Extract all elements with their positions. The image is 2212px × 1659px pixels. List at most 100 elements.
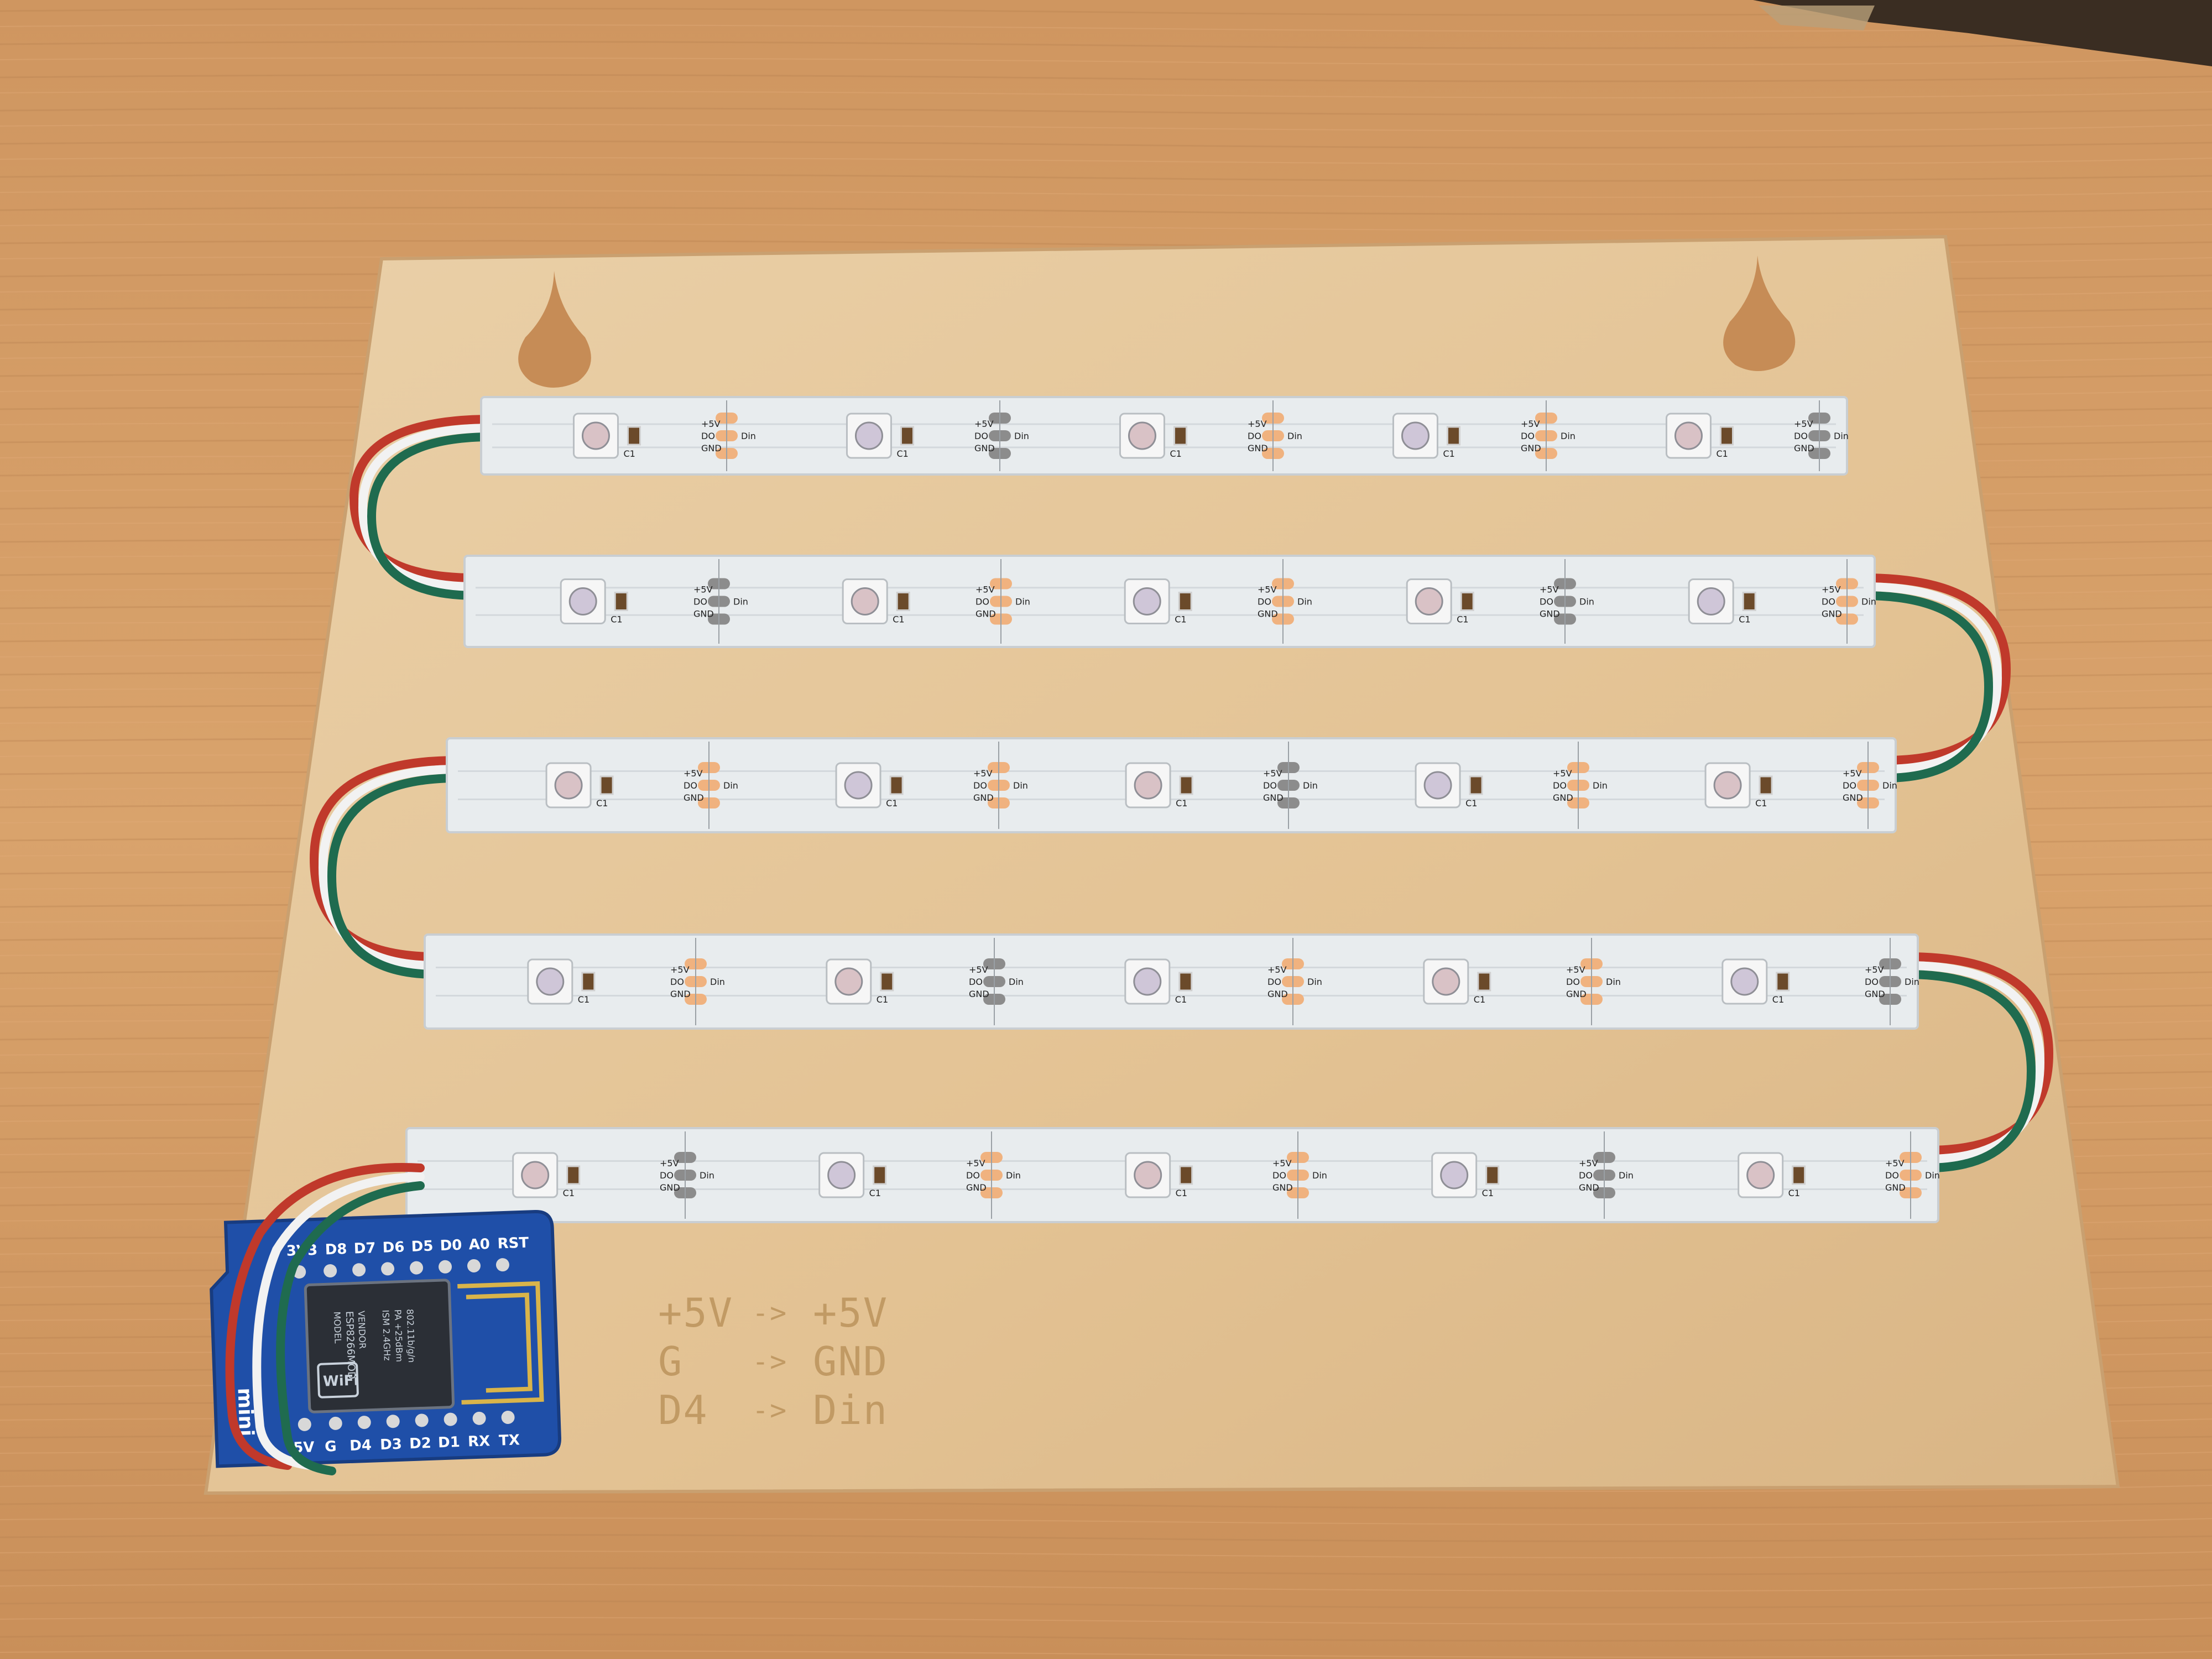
pad-label-vcc: +5V	[1865, 964, 1884, 975]
led-lens	[554, 771, 583, 800]
engraving-from: +5V	[658, 1290, 734, 1336]
led-strip: C1+5VDOGNDDinC1+5VDOGNDDinC1+5VDOGNDDinC…	[446, 737, 1897, 833]
engraving-to: GND	[813, 1338, 889, 1385]
engraving-line: D4 -> Din	[658, 1386, 946, 1434]
pad-label-data: DO	[670, 977, 684, 987]
capacitor	[1469, 775, 1483, 795]
capacitor	[896, 592, 910, 611]
pad-label-data: DO	[684, 780, 697, 791]
pad-label-data-in: Din	[1303, 780, 1318, 791]
pad-label-ground: GND	[1865, 989, 1885, 999]
pad-label-ground: GND	[670, 989, 691, 999]
header-holes-top	[293, 1258, 509, 1279]
pad-label-vcc: +5V	[1272, 1158, 1292, 1168]
pad-label-data: DO	[1267, 977, 1281, 987]
led-lens	[1674, 421, 1703, 450]
capacitor	[1178, 972, 1193, 992]
pad-label-data-in: Din	[1014, 431, 1029, 441]
engraving-from: G	[658, 1338, 684, 1385]
pin-label: D0	[440, 1237, 462, 1254]
pad-label-vcc: +5V	[1885, 1158, 1905, 1168]
pad-label-data: DO	[1263, 780, 1277, 791]
pad-label-vcc: +5V	[975, 585, 995, 595]
module-line: 802.11b/g/n	[405, 1309, 417, 1363]
module-vendor: VENDOR	[356, 1311, 368, 1349]
wire	[1902, 961, 2045, 1164]
pad-label-vcc: +5V	[693, 585, 713, 595]
pin-label: TX	[499, 1432, 520, 1449]
capacitor	[581, 972, 596, 992]
capacitor-label: C1	[1443, 448, 1454, 459]
wire-loops	[309, 415, 2054, 1172]
pad-label-data-in: Din	[1579, 597, 1594, 607]
capacitor-label: C1	[869, 1188, 881, 1198]
pad-label-data-in: Din	[1009, 977, 1024, 987]
pad-label-vcc: +5V	[670, 964, 690, 975]
strip-pcb	[424, 933, 1919, 1030]
capacitor	[1759, 775, 1773, 795]
module-model-label: MODEL	[332, 1311, 343, 1343]
pad-label-data-in: Din	[1619, 1170, 1634, 1181]
capacitor	[627, 426, 641, 446]
pad-label-ground: GND	[1521, 443, 1541, 453]
wire	[1902, 970, 2036, 1172]
pin-label: RST	[497, 1234, 529, 1252]
capacitor	[1446, 426, 1460, 446]
capacitor-label: C1	[578, 994, 589, 1005]
led-lens	[844, 771, 873, 800]
capacitor	[873, 1165, 887, 1185]
led-lens	[851, 587, 879, 615]
pad-label-vcc: +5V	[1794, 419, 1813, 429]
wire	[327, 774, 462, 979]
capacitor	[599, 775, 614, 795]
capacitor-label: C1	[1175, 994, 1187, 1005]
pad-label-data-in: Din	[1015, 597, 1030, 607]
capacitor-label: C1	[596, 798, 608, 808]
pad-label-vcc: +5V	[1566, 964, 1585, 975]
capacitor-label: C1	[1176, 798, 1187, 808]
engraving-line: +5V -> +5V	[658, 1288, 946, 1337]
strip-pcb	[405, 1127, 1939, 1223]
led-strips: C1+5VDOGNDDinC1+5VDOGNDDinC1+5VDOGNDDinC…	[405, 396, 1940, 1223]
pin-label: D2	[409, 1435, 432, 1452]
led-strip: C1+5VDOGNDDinC1+5VDOGNDDinC1+5VDOGNDDinC…	[405, 1127, 1940, 1223]
pad-label-ground: GND	[1248, 443, 1268, 453]
pad-label-ground: GND	[701, 443, 722, 453]
capacitor	[614, 592, 628, 611]
led-lens	[1697, 587, 1725, 615]
pad-label-data-in: Din	[1861, 597, 1876, 607]
engraving-to: +5V	[813, 1290, 889, 1336]
esp-module-shield	[304, 1279, 455, 1413]
led-lens	[1128, 421, 1156, 450]
pad-label-ground: GND	[1885, 1182, 1906, 1193]
pad-label-ground: GND	[966, 1182, 987, 1193]
capacitor	[900, 426, 914, 446]
wemos-d1-mini-board: 3V3 D8 D7 D6 D5 D0 A0 RST MODEL ESP8266M…	[210, 1210, 561, 1468]
wire	[1859, 573, 2011, 765]
pad-label-data: DO	[1885, 1170, 1899, 1181]
pad-label-ground: GND	[1843, 792, 1863, 803]
keyhole-left	[518, 271, 591, 388]
pad-label-vcc: +5V	[1258, 585, 1277, 595]
led-lens	[854, 421, 883, 450]
capacitor	[1178, 592, 1192, 611]
capacitor-label: C1	[1755, 798, 1767, 808]
wire	[1859, 582, 2002, 774]
pad-label-data-in: Din	[1307, 977, 1322, 987]
pin-label: D7	[353, 1240, 376, 1257]
pad-label-ground: GND	[975, 609, 996, 619]
board-engraving: +5V -> +5V G -> GND D4 -> Din	[658, 1288, 946, 1434]
capacitor-label: C1	[1739, 614, 1750, 625]
pad-label-data-in: Din	[1834, 431, 1849, 441]
pad-label-data: DO	[1843, 780, 1856, 791]
pad-label-data: DO	[1822, 597, 1835, 607]
led-lens	[827, 1161, 856, 1190]
capacitor	[566, 1165, 581, 1185]
wire	[358, 424, 497, 591]
engraving-arrow: ->	[752, 1394, 788, 1426]
led-lens	[1401, 421, 1430, 450]
module-line: PA +25dBm	[393, 1310, 405, 1363]
pad-label-vcc: +5V	[1579, 1158, 1598, 1168]
pad-label-data: DO	[1865, 977, 1879, 987]
